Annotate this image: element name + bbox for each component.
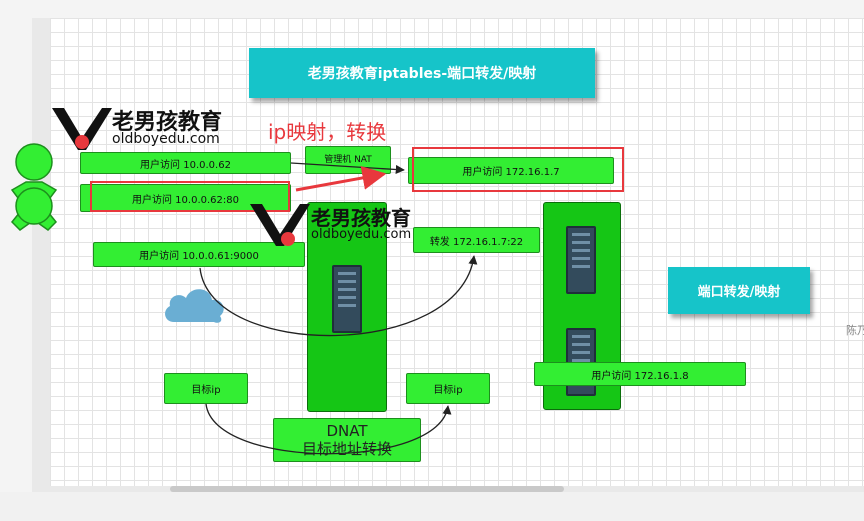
- highlight-rect-right: [412, 147, 624, 192]
- access-box-label: 用户访问 10.0.0.62:80: [132, 194, 239, 206]
- logo-url-text: oldboyedu.com: [112, 131, 220, 147]
- dnat-title: DNAT: [326, 422, 368, 440]
- dnat-box: DNAT 目标地址转换: [273, 418, 421, 462]
- user-figure-icon: [10, 143, 58, 231]
- logo-url-text: oldboyedu.com: [311, 227, 412, 242]
- access-box-label: 用户访问 10.0.0.62: [140, 159, 231, 171]
- oldboy-logo-icon: [52, 108, 112, 150]
- forward-box-172-16-1-7-22: 转发 172.16.1.7:22: [413, 227, 540, 253]
- logo-brand-text: 老男孩教育: [112, 110, 223, 135]
- side-text: 陈乃: [846, 324, 864, 337]
- target-ip-label: 目标ip: [191, 385, 221, 396]
- access-box-172-16-1-7: 用户访问 172.16.1.7: [408, 157, 614, 184]
- target-ip-box-right: 目标ip: [406, 373, 490, 404]
- logo-brand-text: 老男孩教育: [311, 206, 411, 230]
- port-forward-text: 端口转发/映射: [697, 285, 781, 300]
- left-margin: [0, 0, 32, 492]
- ip-mapping-label: ip映射，转换: [268, 120, 387, 144]
- target-ip-label: 目标ip: [433, 385, 463, 396]
- access-box-label: 用户访问 172.16.1.7: [462, 167, 560, 178]
- title-text: 老男孩教育iptables-端口转发/映射: [307, 66, 537, 82]
- access-box-172-16-1-8: 用户访问 172.16.1.8: [534, 362, 746, 386]
- access-box-10-0-0-62: 用户访问 10.0.0.62: [80, 152, 291, 174]
- highlight-rect-left: [90, 181, 290, 212]
- target-ip-box-left: 目标ip: [164, 373, 248, 404]
- server-icon: [332, 265, 362, 333]
- port-forward-banner: 端口转发/映射: [668, 267, 810, 314]
- cloud-icon: [165, 289, 224, 323]
- horizontal-scrollbar[interactable]: [170, 486, 564, 492]
- title-banner: 老男孩教育iptables-端口转发/映射: [249, 48, 595, 98]
- bottom-bar: [0, 492, 864, 521]
- server-icon: [566, 226, 596, 294]
- nat-management-box: 管理机 NAT: [305, 146, 391, 174]
- access-box-label: 用户访问 172.16.1.8: [591, 370, 689, 382]
- oldboy-logo-icon: [250, 204, 310, 246]
- top-margin: [32, 0, 864, 18]
- access-box-label: 用户访问 10.0.0.61:9000: [139, 251, 259, 262]
- forward-label: 转发 172.16.1.7:22: [429, 236, 524, 248]
- dnat-subtitle: 目标地址转换: [301, 440, 392, 458]
- nat-label: 管理机 NAT: [324, 154, 372, 165]
